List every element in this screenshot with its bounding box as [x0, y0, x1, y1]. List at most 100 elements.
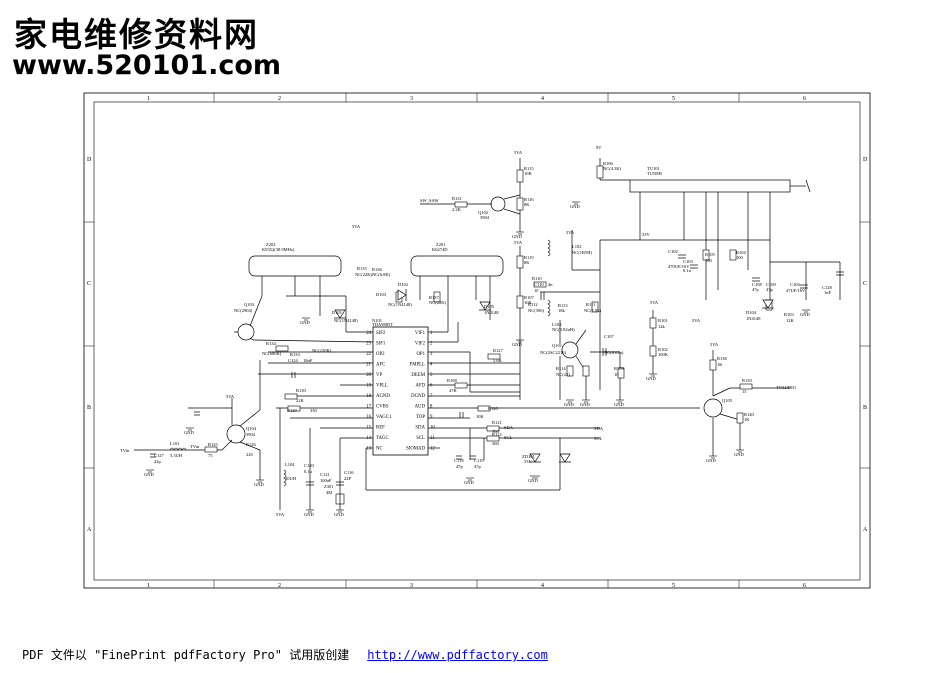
label-r104: R104 [736, 250, 747, 255]
label-l101: L101 [170, 441, 180, 446]
label-r112: R112 [528, 302, 538, 307]
label-gnd: GND [734, 452, 744, 457]
ic-pin-name: VAGC1 [376, 415, 392, 420]
label-r126: R126 [246, 442, 257, 447]
label-r126-val: 220 [246, 452, 254, 457]
wires [134, 158, 841, 510]
label-r102-val: 100K [658, 352, 669, 357]
label-r108: R108 [447, 378, 458, 383]
label-tvin: TVin [120, 448, 130, 453]
label-c118-val: 47p [456, 464, 464, 469]
label-c118: C118 [454, 458, 464, 463]
label-q102: Q102 [478, 210, 488, 215]
label-gnd: GND [564, 402, 574, 407]
ic-pin-name: VIF1 [415, 331, 426, 336]
footer-text: PDF 文件以 "FinePrint pdfFactory Pro" 试用版创建 [22, 648, 350, 662]
ic-pin-number: 7 [430, 394, 433, 399]
label-z301: Z301 [324, 484, 334, 489]
label-gnd: GND [144, 472, 154, 477]
footer-link[interactable]: http://www.pdffactory.com [367, 648, 548, 662]
label-z301-val: 4M [326, 490, 332, 495]
label-r121-val: 560 [492, 429, 500, 434]
capacitors [150, 254, 844, 486]
row-label: B [87, 405, 91, 411]
col-label: 6 [803, 96, 806, 102]
label-gnd: GND [512, 342, 522, 347]
col-label: 6 [803, 583, 806, 589]
label-c102: C102 [668, 249, 678, 254]
label-q101: Q101 [552, 343, 562, 348]
label-r125-val: 75 [208, 453, 213, 458]
label-r107: R107 [524, 295, 535, 300]
label-r138: R138 [717, 356, 728, 361]
label-r138-val: 1K [717, 362, 723, 367]
ic-pin-number: 20 [366, 373, 371, 378]
ic-pin-number: 24 [366, 331, 371, 336]
label-c103-val: 0.1u [683, 268, 692, 273]
label-r139: R139 [742, 378, 753, 383]
ic-pin-number: 13 [366, 447, 371, 452]
label-q105: Q105 [722, 398, 733, 403]
label-r130: R130 [296, 388, 307, 393]
ic-pin-number: 3 [430, 352, 433, 357]
label-r112-val: NC(390) [528, 308, 544, 313]
label-r137: R137 [429, 295, 440, 300]
ic-pin-number: 16 [366, 415, 371, 420]
label-l101-val: 3.3UH [170, 453, 183, 458]
label-gnd: GND [300, 320, 310, 325]
label-5va-mid: 5VA [514, 240, 523, 245]
label-sw-saw: SW_SAW [420, 198, 439, 203]
site-name-cn: 家电维修资料网 [14, 15, 259, 54]
label-tuner-part: TUNER [647, 171, 662, 176]
ic-pin-name: NC [376, 447, 383, 452]
label-r115-val: 10K [524, 171, 533, 176]
label-c128-val: 1nF [824, 290, 832, 295]
label-c104: C104 [790, 282, 801, 287]
label-5va-tuner: 5VA [692, 318, 701, 323]
ic-pin-name: OP1 [416, 352, 425, 357]
label-r133-val: NC(220K) [312, 348, 332, 353]
label-r137-val: NC(22K) [429, 300, 446, 305]
label-r135: R135 [357, 266, 368, 271]
label-c124: C124 [288, 358, 299, 363]
label-gnd: GND [528, 478, 538, 483]
label-r106-val: NC(4.3K) [603, 166, 622, 171]
label-r134: R134 [266, 341, 277, 346]
ic-pin-name: TOP [416, 415, 425, 420]
label-z202-part: K9352(38.9MHz) [262, 247, 295, 252]
label-d102: D102 [398, 282, 408, 287]
ic-pin-number: 6 [430, 384, 433, 389]
label-tvaudio: TVAUDIO [776, 385, 797, 390]
ic-pin-number: 17 [366, 405, 371, 410]
label-r114: R114 [556, 366, 566, 371]
label-c110-val: 4n [548, 282, 553, 287]
label-r102: R102 [658, 347, 668, 352]
label-gnd: GND [304, 512, 314, 517]
label-c121-val: 100uF [320, 478, 332, 483]
label-gnd: GND [464, 480, 474, 485]
diodes [334, 289, 774, 463]
ic-pin-number: 2 [430, 342, 433, 347]
label-5va-bottom: 5VA [276, 512, 285, 517]
label-q101-part: NC(2SC2216) [540, 350, 567, 355]
label-r110: R110 [532, 276, 542, 281]
row-label: C [863, 281, 867, 287]
label-r115: R115 [524, 166, 534, 171]
ic-pin-name: REF [376, 426, 385, 431]
label-r136-val: NC(6.8K) [372, 272, 391, 277]
ic-pin-name: CVBS [376, 405, 389, 410]
ground-symbols [146, 201, 810, 513]
label-d104-part: 1N4148 [746, 316, 761, 321]
label-r120-val: 10K [476, 414, 485, 419]
label-r131: R131 [452, 196, 462, 201]
label-tuner: TU101 [647, 166, 660, 171]
label-c109-val: 47p [766, 287, 774, 292]
label-gnd: GND [580, 402, 590, 407]
frame-inner [93, 101, 861, 581]
label-r139-val: 15 [742, 389, 747, 394]
label-5va-top: 5VA [514, 150, 523, 155]
ic-pin-name: AFD [415, 384, 425, 389]
label-scl: SCL [594, 436, 603, 441]
row-label: B [863, 405, 867, 411]
label-r114-val: NC(22) [556, 372, 570, 377]
